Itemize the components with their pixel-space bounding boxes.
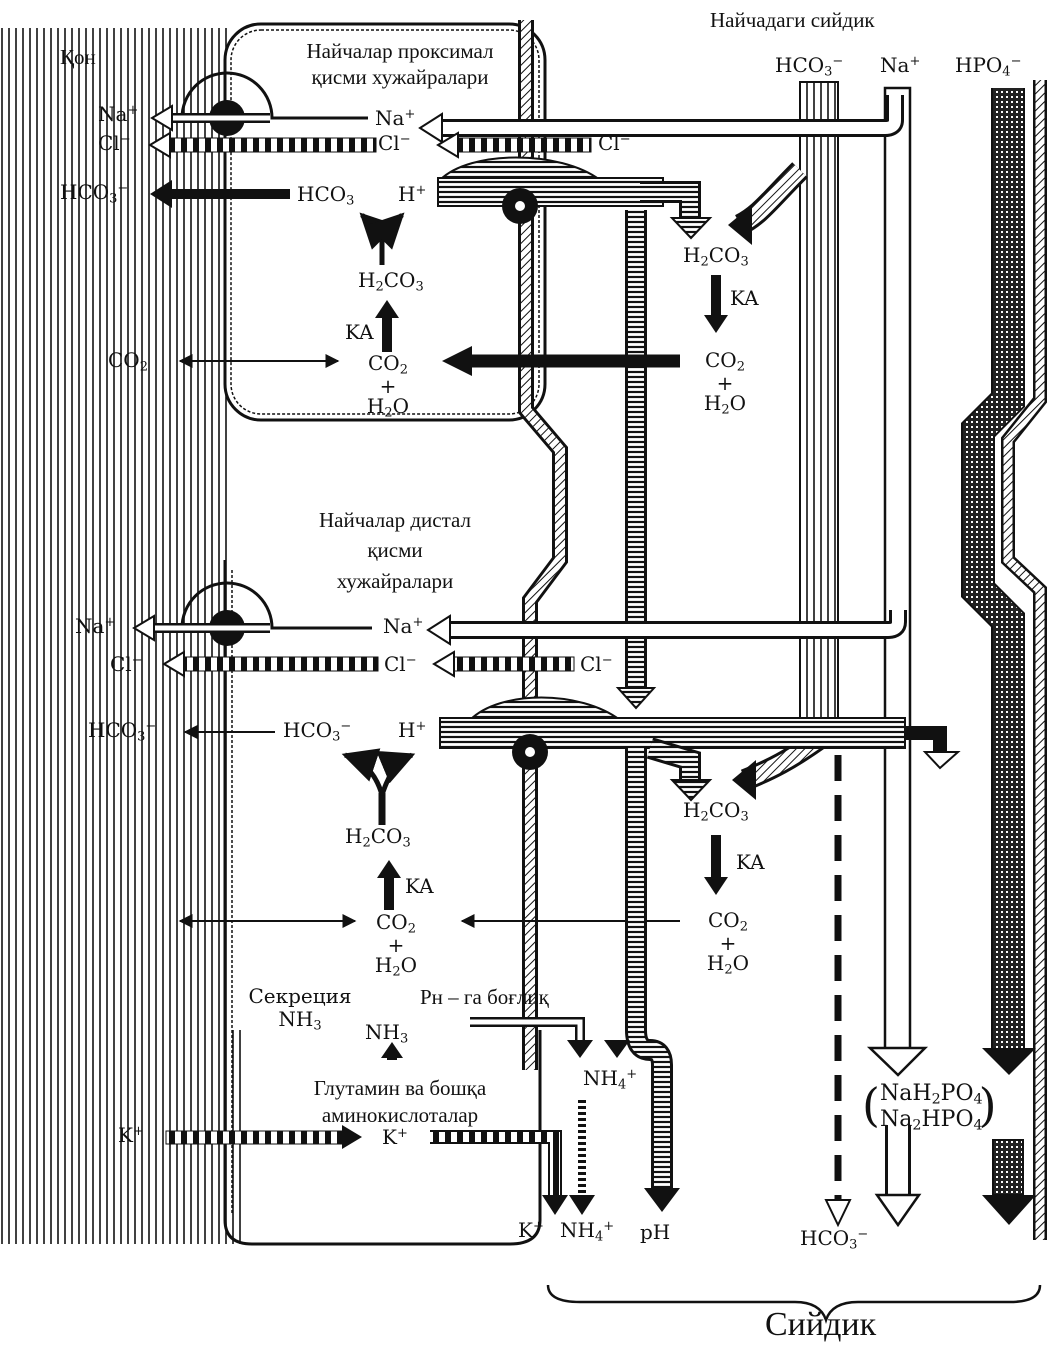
blood-na-proximal: Na+	[98, 104, 138, 124]
blood-hco3-proximal: HCO3−	[60, 182, 128, 205]
urine-ph: pH	[640, 1222, 670, 1242]
lumen-co2-h2o-distal: CO2+H2O	[688, 910, 768, 977]
lumen-hco3-header: HCO3−	[775, 55, 843, 78]
cell-na-proximal: Na+	[375, 108, 415, 128]
cell-cl-distal: Cl−	[384, 654, 417, 674]
cell-co2-h2o-proximal: CO2+H2O	[348, 353, 428, 420]
cell-h2co3-distal: H2CO3	[345, 826, 411, 849]
cell-na-distal: Na+	[383, 616, 423, 636]
urine-nh4: NH4+	[560, 1220, 614, 1243]
urine-hco3: HCO3−	[800, 1228, 868, 1251]
blood-k: K+	[118, 1125, 144, 1145]
cell-k: K+	[382, 1127, 408, 1147]
ka-distal-lumen: KA	[736, 852, 765, 872]
tubular-urine-label: Найчадаги сийдик	[710, 10, 875, 31]
lumen-na-header: Na+	[880, 55, 920, 75]
na-lumen-column	[885, 88, 910, 1050]
cell-h-proximal: H+	[398, 184, 426, 204]
cell-h-distal: H+	[398, 720, 426, 740]
lumen-hpo4-header: HPO4−	[955, 55, 1021, 78]
blood-co2-proximal: CO2	[108, 350, 148, 373]
lumen-co2-h2o-proximal: CO2+H2O	[685, 350, 765, 417]
ph-dependence-label: Рн – га боғлиқ	[420, 987, 549, 1008]
ka-distal-cell: KA	[405, 876, 434, 896]
blood-na-distal: Na+	[75, 616, 115, 636]
ka-proximal-lumen: KA	[730, 288, 759, 308]
urine-phosphates: ( NaH2PO4 Na2HPO4 )	[868, 1082, 983, 1135]
cell-cl-proximal: Cl−	[378, 133, 411, 153]
urine-label: Сийдик	[765, 1308, 876, 1342]
blood-cl-distal: Cl−	[110, 654, 143, 674]
lumen-cl-distal: Cl−	[580, 654, 613, 674]
lumen-nh4-upper: NH4+	[583, 1068, 637, 1091]
cell-hco3-distal: HCO3−	[283, 720, 351, 743]
lumen-h2co3-distal: H2CO3	[683, 800, 749, 823]
blood-region	[0, 28, 232, 1244]
cell-co2-h2o-distal: CO2+H2O	[356, 912, 436, 979]
cell-h2co3-proximal: H2CO3	[358, 270, 424, 293]
lumen-cl-proximal: Cl−	[598, 133, 631, 153]
cell-nh3: NH3	[365, 1022, 408, 1045]
blood-label: Қон	[60, 47, 96, 68]
blood-cl-proximal: Cl−	[98, 133, 131, 153]
ka-proximal-cell: KA	[345, 322, 374, 342]
blood-hco3-distal: HCO3−	[88, 720, 156, 743]
lumen-h2co3-proximal: H2CO3	[683, 245, 749, 268]
cell-hco3-proximal: HCO3	[297, 184, 354, 207]
urine-k: K+	[518, 1220, 544, 1240]
